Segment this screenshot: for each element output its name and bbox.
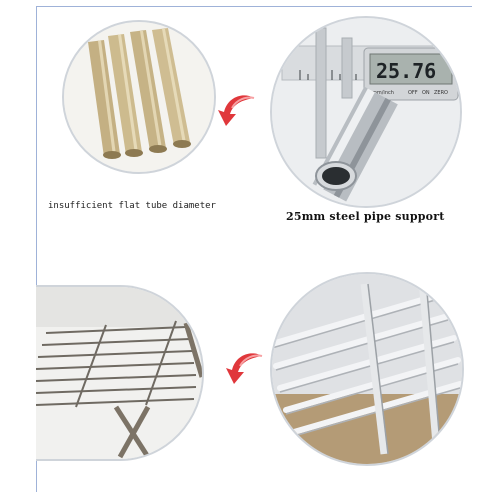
steel-pipe-caliper-photo: 25.76 mm/inch OFF ON ZERO (270, 16, 462, 208)
curved-arrow-icon (218, 95, 255, 126)
caliper-illustration: 25.76 mm/inch OFF ON ZERO (272, 18, 460, 206)
frame-top-line (36, 6, 472, 7)
caliper-reading: 25.76 (376, 59, 436, 83)
caliper-zero-button: ZERO (434, 90, 448, 96)
thin-wire-rack-photo (36, 285, 204, 461)
caliper-on-button: ON (422, 90, 430, 96)
frame-left-line (36, 6, 37, 492)
thin-rack-illustration (36, 287, 202, 459)
caption-steel-pipe-support: 25mm steel pipe support (286, 210, 445, 223)
curved-arrow-icon (226, 353, 263, 384)
steel-rack-photo (270, 272, 464, 466)
flat-tubes-illustration (64, 22, 214, 172)
caliper-unit-label: mm/inch (372, 90, 394, 96)
caption-insufficient-flat-tube: insufficient flat tube diameter (48, 201, 216, 211)
caliper-off-button: OFF (408, 90, 418, 96)
flat-tube-photo (62, 20, 216, 174)
steel-rack-illustration (272, 274, 462, 464)
